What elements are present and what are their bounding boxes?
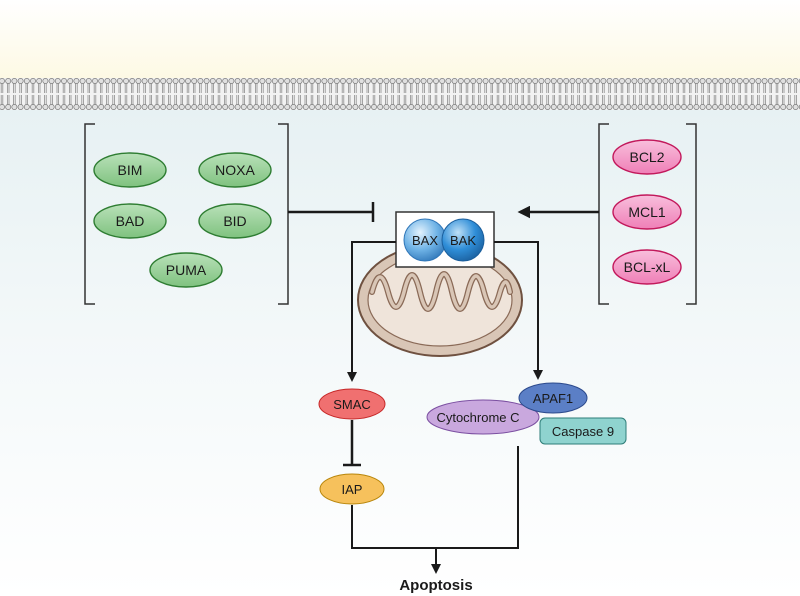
smac-node: SMAC [318,388,386,420]
anti-apoptotic-label: MCL1 [628,204,666,220]
anti-apoptotic-label: BCL2 [629,149,664,165]
cytochrome-release-arrow [494,241,543,380]
smac-iap-inhibition [343,420,361,467]
pro-apoptotic-puma: PUMA [149,252,223,288]
bax-label: BAX [412,233,438,248]
pro-apoptotic-label: PUMA [166,262,207,278]
mitochondrion [357,243,523,357]
pro-apoptotic-label: BAD [116,213,145,229]
anti-apoptotic-label: BCL-xL [624,259,671,275]
pro-apoptotic-bracket [84,123,289,305]
pro-apoptotic-label: BIM [118,162,143,178]
anti-apoptotic-mcl1: MCL1 [612,194,682,230]
pro-apoptotic-label: NOXA [215,162,255,178]
apoptosis-label: Apoptosis [399,577,472,594]
pro-apoptotic-label: BID [223,213,246,229]
smac-label: SMAC [333,397,371,412]
cell-membrane [0,78,800,110]
cytochrome-c-label: Cytochrome C [436,410,519,425]
caspase-9-node: Caspase 9 [539,417,627,445]
caspase-9-label: Caspase 9 [552,424,614,439]
apaf1-node: APAF1 [518,382,588,414]
extracellular-space [0,0,800,78]
pro-inhibition-arrow [288,202,375,222]
cytochrome-c-node: Cytochrome C [426,399,540,435]
anti-apoptotic-bclxl: BCL-xL [612,249,682,285]
pro-apoptotic-bad: BAD [93,203,167,239]
bax-node: BAX [403,218,447,262]
iap-node: IAP [319,473,385,505]
anti-apoptotic-bracket [598,123,697,305]
smac-release-arrow [347,241,396,382]
pro-apoptotic-bim: BIM [93,152,167,188]
bak-label: BAK [450,233,476,248]
cytoplasm [0,110,800,596]
apaf1-label: APAF1 [533,391,573,406]
bak-node: BAK [441,218,485,262]
apoptosis-convergence-arrow [351,446,519,574]
pro-apoptotic-noxa: NOXA [198,152,272,188]
anti-apoptotic-bcl2: BCL2 [612,139,682,175]
iap-label: IAP [342,482,363,497]
pro-apoptotic-bid: BID [198,203,272,239]
pro-apoptotic-group: BIM NOXA BAD BID PUMA [93,152,272,288]
